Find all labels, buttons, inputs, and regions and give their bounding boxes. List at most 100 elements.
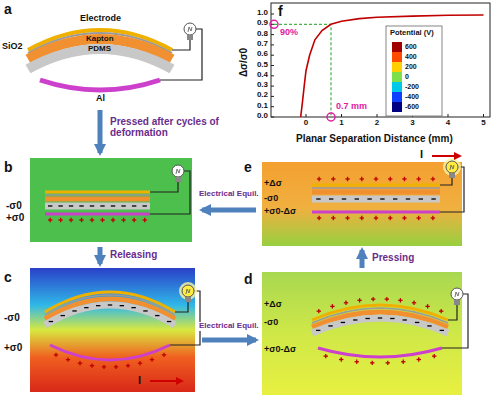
tick-label: 0.3	[257, 81, 268, 90]
charge-stroke	[155, 315, 159, 316]
charge-stroke	[418, 357, 419, 361]
panel: e+Δσ-σ0+σ0-ΔσI	[258, 148, 470, 248]
tick-label: 0.2	[257, 91, 268, 100]
charge-stroke	[427, 304, 428, 308]
chart-part	[301, 15, 484, 117]
legend-label: -400	[405, 93, 419, 101]
panel-letter: c	[4, 270, 12, 285]
charge-stroke	[70, 218, 71, 222]
color-swatch	[392, 92, 402, 102]
charge-stroke	[90, 205, 94, 206]
panel-c-drawing-part	[150, 380, 178, 382]
legend-label: -600	[405, 103, 419, 111]
chart	[270, 3, 490, 121]
charge-stroke	[390, 177, 391, 181]
charge-stroke	[380, 198, 384, 199]
charge-stroke	[434, 354, 435, 358]
charge-stroke	[418, 177, 419, 181]
panel-e-drawing-part	[312, 196, 440, 203]
axis-tick	[271, 106, 274, 107]
charge-stroke	[415, 322, 419, 323]
charge-stroke	[406, 198, 410, 199]
charge-stroke	[139, 361, 140, 365]
part-label: +Δσ	[264, 179, 282, 189]
part-label: +Δσ	[264, 300, 282, 310]
charge-stroke	[427, 325, 431, 326]
chart-part	[386, 26, 442, 116]
charge-stroke	[347, 177, 348, 181]
part-label: I	[420, 148, 423, 160]
legend-label: 200	[405, 63, 417, 71]
tick-label: 1	[339, 119, 343, 128]
charge-stroke	[131, 307, 135, 308]
legend-label: 0	[405, 73, 409, 81]
charge-stroke	[79, 205, 83, 206]
charge-stroke	[132, 205, 136, 206]
axis-tick	[271, 55, 274, 56]
panel-e-drawing-part	[312, 187, 440, 189]
tick-label: 4	[446, 119, 450, 128]
panel-a-drawing	[28, 23, 202, 90]
charge-stroke	[84, 307, 88, 308]
color-swatch	[392, 72, 402, 82]
panel-c-drawing-part	[179, 282, 197, 302]
panel-d-drawing-part	[318, 348, 442, 357]
part-label: +σ0-Δσ	[264, 207, 296, 217]
panel-c-drawing	[30, 268, 200, 392]
part-label: -σ0	[4, 312, 20, 323]
charge-stroke	[91, 363, 92, 367]
charge-stroke	[316, 330, 320, 331]
charge-stroke	[390, 318, 394, 319]
axis-tick	[271, 34, 274, 35]
axis-title: Planar Separation Distance (mm)	[296, 133, 453, 144]
panel-b-drawing-part	[150, 182, 178, 192]
panel-b-drawing	[30, 158, 192, 242]
panel-e-drawing-part	[262, 162, 462, 246]
tick-label: 0.7	[257, 40, 268, 49]
flow-arrow	[360, 250, 365, 268]
charge-stroke	[151, 357, 152, 361]
panel-c-drawing-part	[175, 302, 188, 312]
charge-stroke	[353, 319, 357, 320]
axis-tick	[271, 24, 274, 25]
charge-stroke	[55, 353, 56, 357]
axis-tick	[271, 117, 274, 118]
tick-label: 0.6	[257, 50, 268, 59]
charge-stroke	[123, 218, 124, 222]
charge-stroke	[50, 218, 51, 222]
arrow-label: Pressed after cycles of deformation	[110, 116, 222, 138]
charge-stroke	[375, 177, 376, 181]
panel-b-drawing-part	[45, 203, 150, 210]
charge-stroke	[143, 310, 147, 311]
part-label: -σ0	[6, 200, 22, 211]
charge-stroke	[373, 297, 374, 301]
panel-c-drawing-part	[176, 377, 184, 385]
axis-tick	[271, 14, 274, 15]
charge-stroke	[163, 353, 164, 357]
charge-stroke	[403, 319, 407, 320]
panel: b-σ0+σ0	[22, 155, 200, 245]
panel-b-drawing-part	[45, 191, 150, 194]
annotation: 0.7 mm	[336, 102, 367, 112]
panel-b-drawing-part	[45, 197, 150, 202]
tick-label: 3	[410, 119, 414, 128]
charge-stroke	[387, 361, 388, 365]
panel-letter: b	[4, 160, 13, 175]
charge-stroke	[403, 360, 404, 364]
charge-stroke	[121, 205, 125, 206]
charge-stroke	[111, 205, 115, 206]
charge-stroke	[120, 305, 124, 306]
axis-tick	[271, 75, 274, 76]
panel-b-drawing-part	[150, 171, 190, 214]
color-swatch	[392, 82, 402, 92]
arrow-label: Electrical Equil.	[199, 322, 259, 331]
panel-letter: a	[4, 2, 12, 17]
charge-stroke	[341, 322, 345, 323]
charge-stroke	[58, 205, 62, 206]
axis-tick	[306, 114, 307, 117]
charge-stroke	[333, 216, 334, 220]
charge-stroke	[91, 218, 92, 222]
charge-stroke	[115, 365, 116, 369]
color-swatch	[392, 52, 402, 62]
